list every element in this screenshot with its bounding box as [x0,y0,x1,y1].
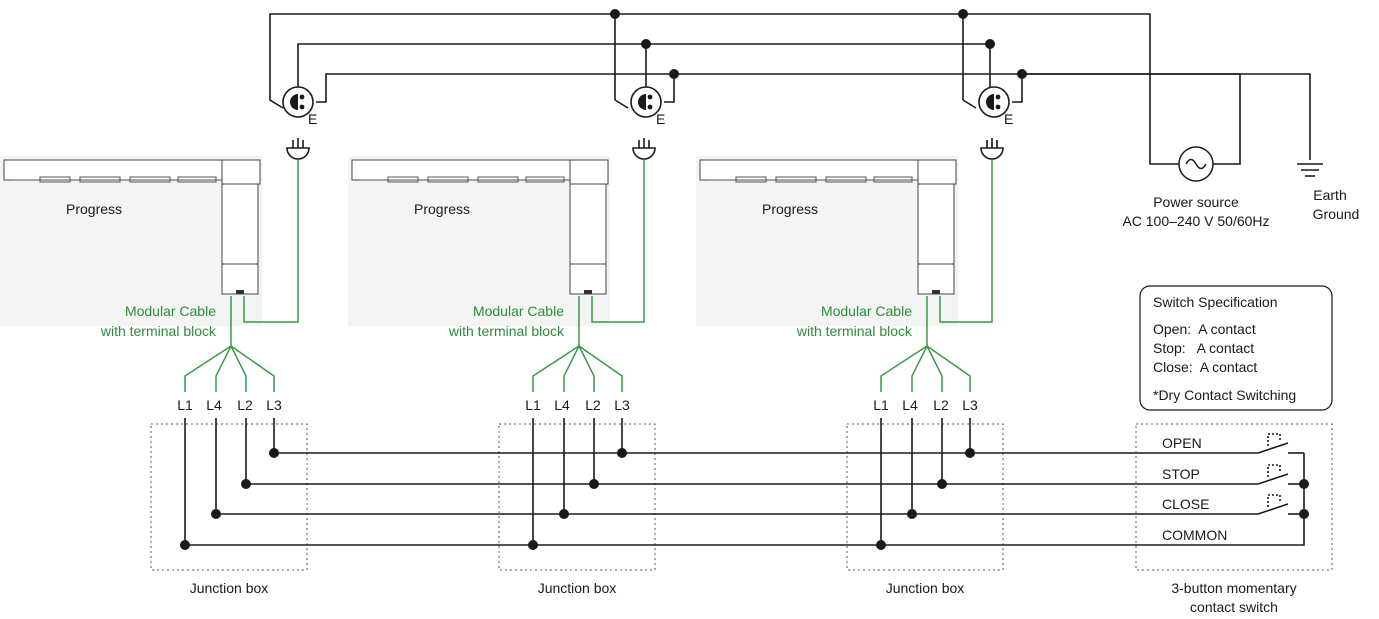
terminal-label: L3 [614,397,630,413]
spec-row: Stop: A contact [1153,340,1254,356]
motor-unit-3: Progress [696,156,958,326]
switch-contact-icon [1257,433,1304,454]
switch-caption: 3-button momentary [1171,580,1296,596]
plug-icon [980,138,1004,160]
motor-label: Progress [66,201,122,217]
switch-open-label: OPEN [1162,435,1202,451]
junction-label: Junction box [538,580,617,596]
plug-icon [286,138,310,160]
power-label: Power source [1153,194,1239,210]
bus-node [669,69,679,79]
modular-cable-3: Modular Cable with terminal block [796,160,993,392]
terminals-1: L1 L4 L2 L3 [177,397,282,413]
bus-node [1017,69,1027,79]
switch-stop-label: STOP [1162,466,1200,482]
motor-label: Progress [762,201,818,217]
power-label: AC 100–240 V 50/60Hz [1122,213,1269,229]
terminal-label: L1 [177,397,193,413]
junction-box-3: Junction box [846,423,1004,596]
switch-contact-icon [1257,494,1304,515]
junction-label: Junction box [190,580,269,596]
earth-ground: Earth Ground [1297,163,1360,222]
outlet-label: E [308,111,317,127]
cable-label: with terminal block [100,323,217,339]
power-bus [269,9,1311,165]
switch-spec-box: Switch Specification Open: A contact Sto… [1139,285,1333,411]
junction-label: Junction box [886,580,965,596]
earth-label: Ground [1313,206,1360,222]
terminal-label: L4 [902,397,918,413]
terminal-label: L3 [266,397,282,413]
switch-close-label: CLOSE [1162,496,1209,512]
outlet-label: E [1004,111,1013,127]
outlet-1: E [282,86,317,127]
terminal-label: L2 [933,397,949,413]
junction-box-1: Junction box [150,423,308,596]
cable-label: Modular Cable [125,303,216,319]
terminal-label: L2 [585,397,601,413]
cable-label: with terminal block [448,323,565,339]
switch-contact-icon [1257,464,1304,485]
modular-cable-1: Modular Cable with terminal block [100,160,299,392]
bus-node [610,9,620,19]
power-source: Power source AC 100–240 V 50/60Hz [1122,146,1270,229]
spec-title: Switch Specification [1153,294,1278,310]
motor-unit-1: Progress [0,156,262,326]
switch-caption: contact switch [1190,599,1278,615]
spec-row: Open: A contact [1153,321,1256,337]
motor-label: Progress [414,201,470,217]
terminal-label: L1 [525,397,541,413]
ground-icon [1297,163,1323,177]
spec-note: *Dry Contact Switching [1153,387,1296,403]
terminal-label: L3 [962,397,978,413]
terminals-2: L1 L4 L2 L3 [525,397,630,413]
motor-unit-2: Progress [348,156,610,326]
terminal-label: L4 [554,397,570,413]
cable-label: with terminal block [796,323,913,339]
cable-label: Modular Cable [473,303,564,319]
bus-node [985,39,995,49]
signal-lines [180,418,1305,550]
cable-label: Modular Cable [821,303,912,319]
bus-node [958,9,968,19]
switch-box: OPEN STOP CLOSE COMMON 3-button momentar… [1135,423,1333,615]
plug-icon [632,138,656,160]
outlet-2: E [630,86,665,127]
terminal-label: L4 [206,397,222,413]
outlet-3: E [978,86,1013,127]
junction-box-2: Junction box [498,423,656,596]
switch-common-label: COMMON [1162,527,1227,543]
outlet-label: E [656,111,665,127]
terminal-label: L1 [873,397,889,413]
modular-cable-2: Modular Cable with terminal block [448,160,645,392]
spec-row: Close: A contact [1153,359,1257,375]
terminal-label: L2 [237,397,253,413]
terminals-3: L1 L4 L2 L3 [873,397,978,413]
bus-node [641,39,651,49]
earth-label: Earth [1313,187,1346,203]
